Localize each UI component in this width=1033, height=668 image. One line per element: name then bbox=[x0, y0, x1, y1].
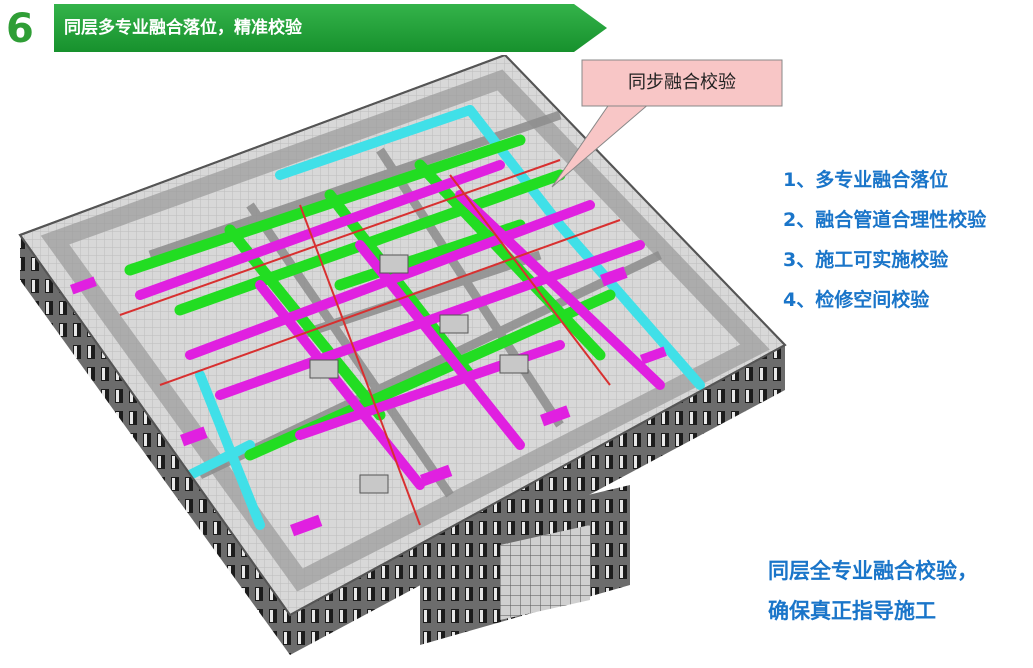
checklist-item: 4、检修空间校验 bbox=[783, 289, 930, 311]
bim-model-figure bbox=[18, 55, 787, 655]
conclusion: 同层全专业融合校验， 确保真正指导施工 bbox=[768, 552, 978, 632]
magenta-equipment bbox=[70, 266, 667, 537]
callout-bubble bbox=[551, 59, 783, 188]
conclusion-line-2: 确保真正指导施工 bbox=[768, 599, 936, 623]
conclusion-line-1: 同层全专业融合校验， bbox=[768, 559, 978, 583]
checklist: 1、多专业融合落位 2、融合管道合理性校验 3、施工可实施校验 4、检修空间校验 bbox=[783, 163, 986, 323]
red-pipes bbox=[119, 159, 621, 526]
glass-entrance bbox=[500, 525, 590, 620]
magenta-ducts bbox=[135, 160, 665, 490]
callout-label: 同步融合校验 bbox=[628, 72, 736, 93]
structure-ducts bbox=[148, 110, 662, 498]
checklist-item: 3、施工可实施校验 bbox=[783, 249, 949, 271]
left-facade-wall bbox=[20, 235, 290, 655]
right-facade-wall bbox=[290, 345, 785, 655]
step-number: 6 bbox=[6, 6, 34, 52]
page-title: 同层多专业融合落位，精准校验 bbox=[64, 18, 302, 38]
equipment-blocks bbox=[309, 254, 529, 494]
title-banner: 同层多专业融合落位，精准校验 bbox=[54, 4, 607, 52]
checklist-item: 2、融合管道合理性校验 bbox=[783, 209, 987, 231]
mep-ducts bbox=[70, 105, 705, 537]
checklist-item: 1、多专业融合落位 bbox=[783, 169, 949, 191]
